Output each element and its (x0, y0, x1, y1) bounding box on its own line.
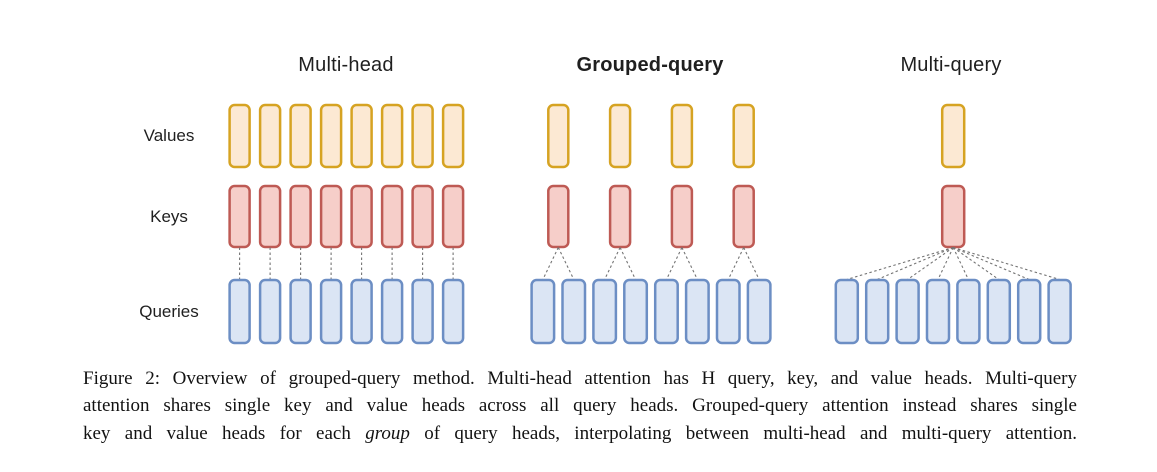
value-head-bar (258, 103, 282, 169)
panel-title-multi-head: Multi-head (298, 54, 394, 76)
value-head-bar (670, 103, 694, 169)
key-head-bar (670, 184, 694, 249)
query-head-bar (258, 278, 282, 345)
query-head-bar (592, 278, 618, 345)
key-query-connector (937, 247, 954, 280)
key-query-connector (876, 246, 954, 281)
value-head-bar (940, 103, 966, 169)
query-head-bar (289, 278, 312, 345)
value-head-bar (441, 103, 465, 169)
key-query-connector (557, 247, 575, 280)
query-head-bar (623, 278, 649, 345)
query-head-bar (350, 278, 373, 345)
key-head-bar (228, 184, 251, 249)
query-head-bar (925, 278, 951, 345)
key-head-bar (608, 184, 632, 249)
attention-heads-diagram (228, 103, 1072, 345)
query-head-bar (986, 278, 1012, 345)
query-head-bar (441, 278, 465, 345)
key-head-bar (380, 184, 404, 249)
row-label-values: Values (143, 126, 195, 145)
caption-line-2: attention shares single key and value he… (83, 395, 1077, 417)
value-head-bar (732, 103, 755, 169)
query-head-bar (715, 278, 741, 345)
key-head-bar (547, 184, 570, 249)
caption-line-1: Figure 2: Overview of grouped-query meth… (83, 368, 1077, 389)
caption-line-3-italic-word: group (365, 422, 410, 444)
value-head-bar (289, 103, 312, 169)
query-head-bar (380, 278, 404, 345)
key-query-connector (542, 247, 559, 280)
value-head-bar (350, 103, 373, 169)
query-head-bar (895, 278, 920, 345)
key-head-bar (411, 184, 434, 249)
query-head-bar (746, 278, 772, 345)
query-head-bar (653, 278, 679, 345)
key-query-connector (727, 247, 745, 280)
key-query-connector (907, 247, 954, 280)
key-head-bar (441, 184, 465, 249)
key-query-connector (619, 247, 636, 280)
query-head-bar (228, 278, 251, 345)
query-head-bar (530, 278, 556, 345)
query-head-bar (1047, 278, 1072, 345)
query-head-bar (864, 278, 890, 345)
key-head-bar (732, 184, 755, 249)
row-label-keys: Keys (150, 207, 188, 226)
key-head-bar (258, 184, 282, 249)
value-head-bar (228, 103, 251, 169)
key-head-bar (350, 184, 373, 249)
caption-line-3: key and value heads for each group of qu… (83, 420, 1077, 447)
figure-caption: Figure 2: Overview of grouped-query meth… (83, 365, 1077, 447)
query-head-bar (561, 278, 587, 345)
panel-title-grouped-query: Grouped-query (576, 54, 724, 76)
key-query-connector (846, 246, 954, 281)
value-head-bar (608, 103, 632, 169)
value-head-bar (411, 103, 434, 169)
query-head-bar (956, 278, 981, 345)
key-query-connector (743, 247, 760, 280)
caption-line-3-pre: key and value heads for each (83, 422, 366, 444)
key-head-bar (940, 184, 966, 249)
value-head-bar (547, 103, 570, 169)
key-query-connector (952, 246, 1030, 281)
key-query-connector (952, 247, 1000, 280)
key-head-bar (319, 184, 343, 249)
query-head-bar (319, 278, 343, 345)
query-head-bar (411, 278, 434, 345)
query-head-bar (684, 278, 710, 345)
key-head-bar (289, 184, 312, 249)
key-query-connector (666, 247, 683, 280)
panel-title-multi-query: Multi-query (900, 54, 1002, 76)
key-query-connector (953, 246, 1060, 281)
key-query-connector (681, 247, 698, 280)
key-query-connector (604, 247, 621, 280)
row-label-queries: Queries (139, 302, 199, 321)
query-head-bar (834, 278, 860, 345)
query-head-bar (1016, 278, 1042, 345)
caption-line-3-post: of query heads, interpolating between mu… (409, 422, 1077, 444)
key-query-connector (952, 247, 969, 280)
value-head-bar (319, 103, 343, 169)
value-head-bar (380, 103, 404, 169)
